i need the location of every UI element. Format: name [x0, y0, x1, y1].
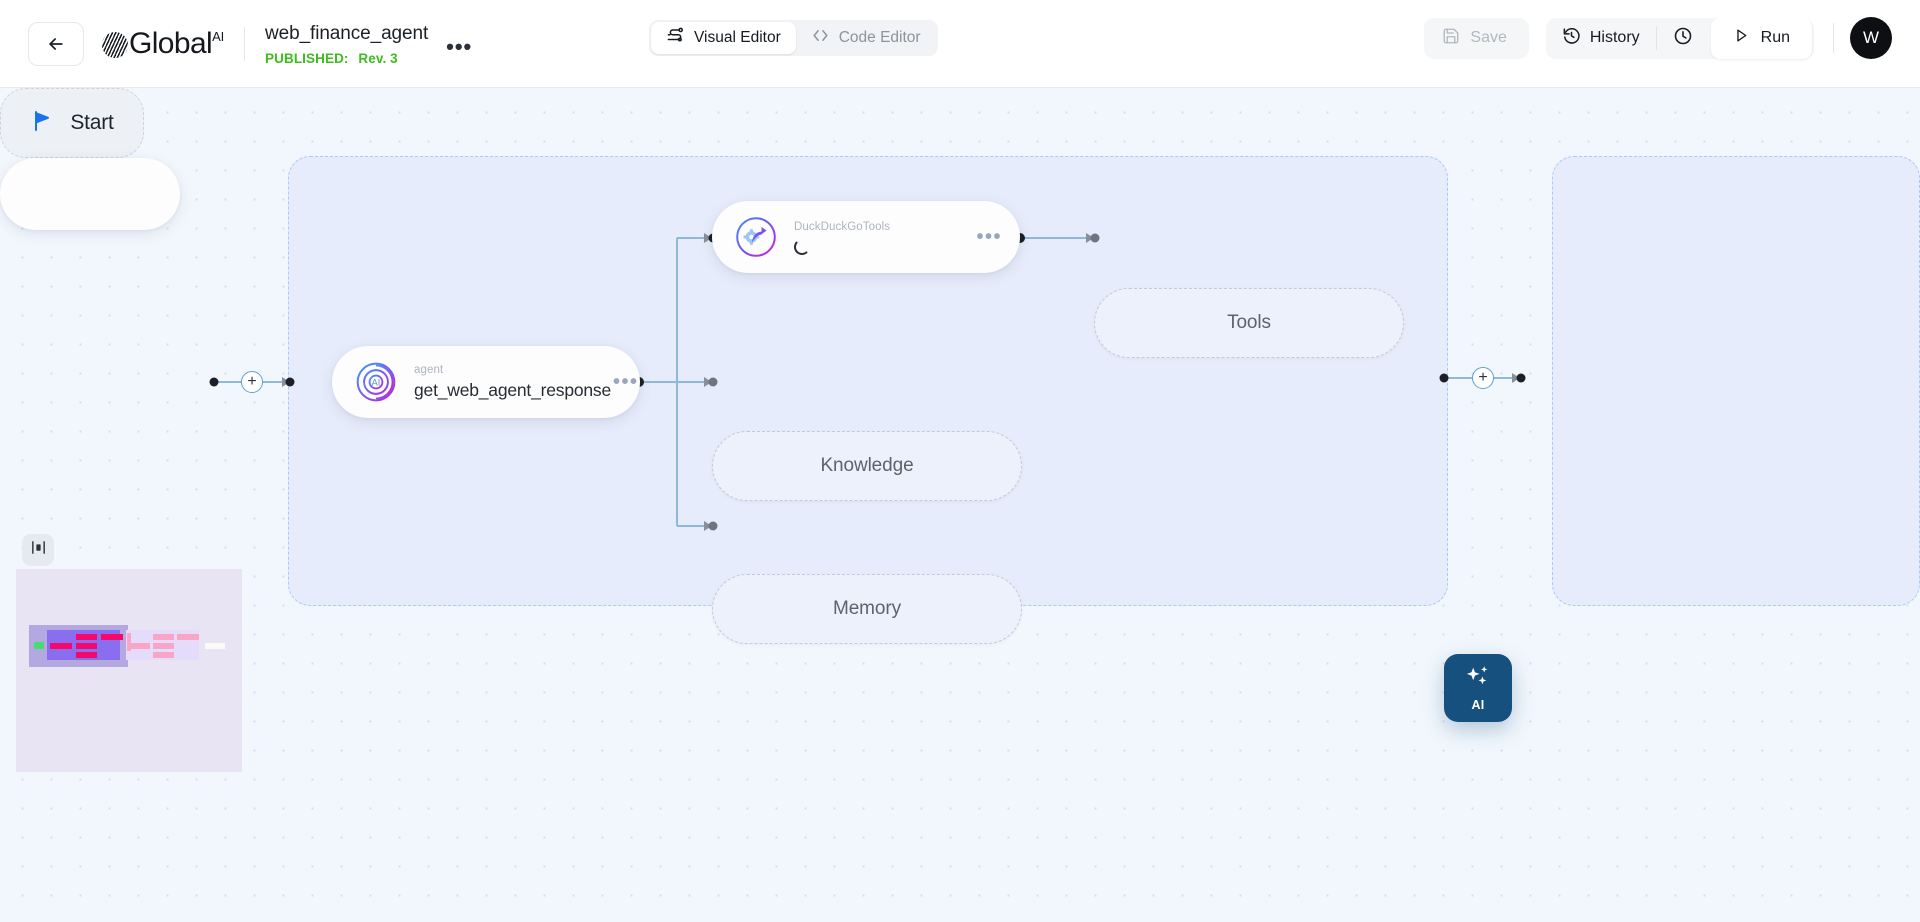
minimap-node — [50, 643, 72, 649]
minimap-node-dim — [177, 634, 199, 640]
run-button-label: Run — [1760, 29, 1790, 46]
play-triangle-icon — [1733, 27, 1750, 49]
schedule-button[interactable] — [1657, 18, 1709, 59]
node-duckduckgo-kind: DuckDuckGoTools — [794, 220, 891, 233]
run-button[interactable]: Run — [1710, 17, 1812, 59]
node-agent[interactable]: AI agent get_web_agent_response ••• — [332, 346, 640, 418]
tab-code-editor[interactable]: Code Editor — [796, 22, 936, 54]
history-button[interactable]: History — [1546, 18, 1656, 59]
node-agent-text: agent get_web_agent_response — [414, 363, 611, 402]
history-button-label: History — [1589, 29, 1640, 46]
node-slot-tools[interactable]: Tools — [1094, 288, 1404, 358]
workflow-canvas[interactable]: + + Start — [0, 88, 1920, 922]
minimap-panel-icon — [30, 539, 47, 561]
minimap-node — [101, 634, 123, 640]
minimap-node-dim — [153, 652, 174, 658]
history-run-group: History Run — [1545, 17, 1814, 59]
node-duckduckgo-text: DuckDuckGoTools — [794, 220, 890, 255]
top-bar: Global AI web_finance_agent PUBLISHED: R… — [0, 0, 1920, 88]
node-start[interactable]: Start — [0, 88, 144, 158]
clock-rewind-icon — [1562, 26, 1581, 50]
agent-swirl-icon: AI — [354, 360, 398, 404]
node-slot-knowledge-label: Knowledge — [820, 455, 914, 476]
arrow-left-icon — [46, 34, 66, 54]
avatar[interactable]: W — [1850, 17, 1892, 59]
tab-code-editor-label: Code Editor — [838, 29, 921, 46]
back-button[interactable] — [28, 21, 84, 66]
save-button[interactable]: Save — [1424, 17, 1529, 59]
minimap-node-dim — [127, 633, 131, 651]
header-divider — [244, 26, 246, 61]
node-duckduckgo-more-button[interactable]: ••• — [976, 226, 1002, 248]
minimap[interactable] — [16, 569, 242, 772]
node-start-label: Start — [70, 111, 114, 134]
revision-label: Rev. 3 — [358, 50, 398, 66]
minimap-node-dim — [153, 634, 174, 640]
minimap-node — [76, 634, 97, 640]
add-node-button-start[interactable]: + — [241, 371, 263, 393]
minimap-node — [76, 643, 97, 649]
flag-play-icon — [30, 109, 54, 138]
brand-name: Global — [129, 26, 213, 60]
floppy-disk-icon — [1442, 27, 1460, 50]
minimap-node-dim — [130, 643, 150, 649]
document-title-block: web_finance_agent PUBLISHED: Rev. 3 — [265, 22, 428, 66]
ai-assistant-label: AI — [1471, 697, 1485, 712]
brand-logo[interactable]: Global AI — [102, 27, 224, 61]
node-slot-tools-label: Tools — [1227, 312, 1271, 333]
minimap-node-far — [205, 643, 225, 649]
tab-visual-editor[interactable]: Visual Editor — [651, 22, 796, 54]
tab-visual-editor-label: Visual Editor — [694, 29, 781, 46]
minimap-node-start — [34, 642, 44, 649]
tool-gear-arrow-icon — [734, 215, 778, 259]
topbar-actions: Save History — [1424, 17, 1892, 59]
brand-superscript: AI — [212, 28, 225, 44]
loading-spinner-icon — [794, 238, 810, 255]
minimap-toggle-button[interactable] — [22, 534, 54, 566]
node-next-partial[interactable] — [0, 158, 180, 230]
globe-mark-icon — [102, 31, 128, 58]
workflow-route-icon — [666, 26, 685, 50]
next-group-container[interactable] — [1552, 156, 1920, 606]
document-more-button[interactable]: ••• — [446, 33, 473, 59]
add-node-button-next[interactable]: + — [1472, 367, 1494, 389]
node-duckduckgo-tools[interactable]: DuckDuckGoTools ••• — [712, 201, 1020, 273]
ai-assistant-button[interactable]: AI — [1444, 654, 1512, 722]
status-label: PUBLISHED: — [265, 50, 349, 66]
save-button-label: Save — [1470, 29, 1507, 46]
svg-text:AI: AI — [372, 378, 381, 388]
node-slot-knowledge[interactable]: Knowledge — [712, 431, 1022, 501]
page-title: web_finance_agent — [265, 22, 429, 44]
node-agent-name: get_web_agent_response — [414, 379, 612, 400]
group-divider — [1655, 26, 1657, 50]
minimap-node — [76, 652, 97, 658]
node-slot-memory[interactable]: Memory — [712, 574, 1022, 644]
node-agent-more-button[interactable]: ••• — [613, 371, 639, 393]
clock-icon — [1673, 26, 1693, 51]
node-agent-kind: agent — [414, 363, 444, 376]
sparkles-icon — [1464, 665, 1492, 696]
minimap-node-dim — [153, 643, 174, 649]
editor-mode-switch: Visual Editor Code Editor — [649, 20, 938, 56]
node-slot-memory-label: Memory — [832, 598, 901, 619]
avatar-divider — [1833, 23, 1834, 53]
status-badge: PUBLISHED: Rev. 3 — [265, 51, 428, 66]
code-brackets-icon — [811, 26, 830, 50]
